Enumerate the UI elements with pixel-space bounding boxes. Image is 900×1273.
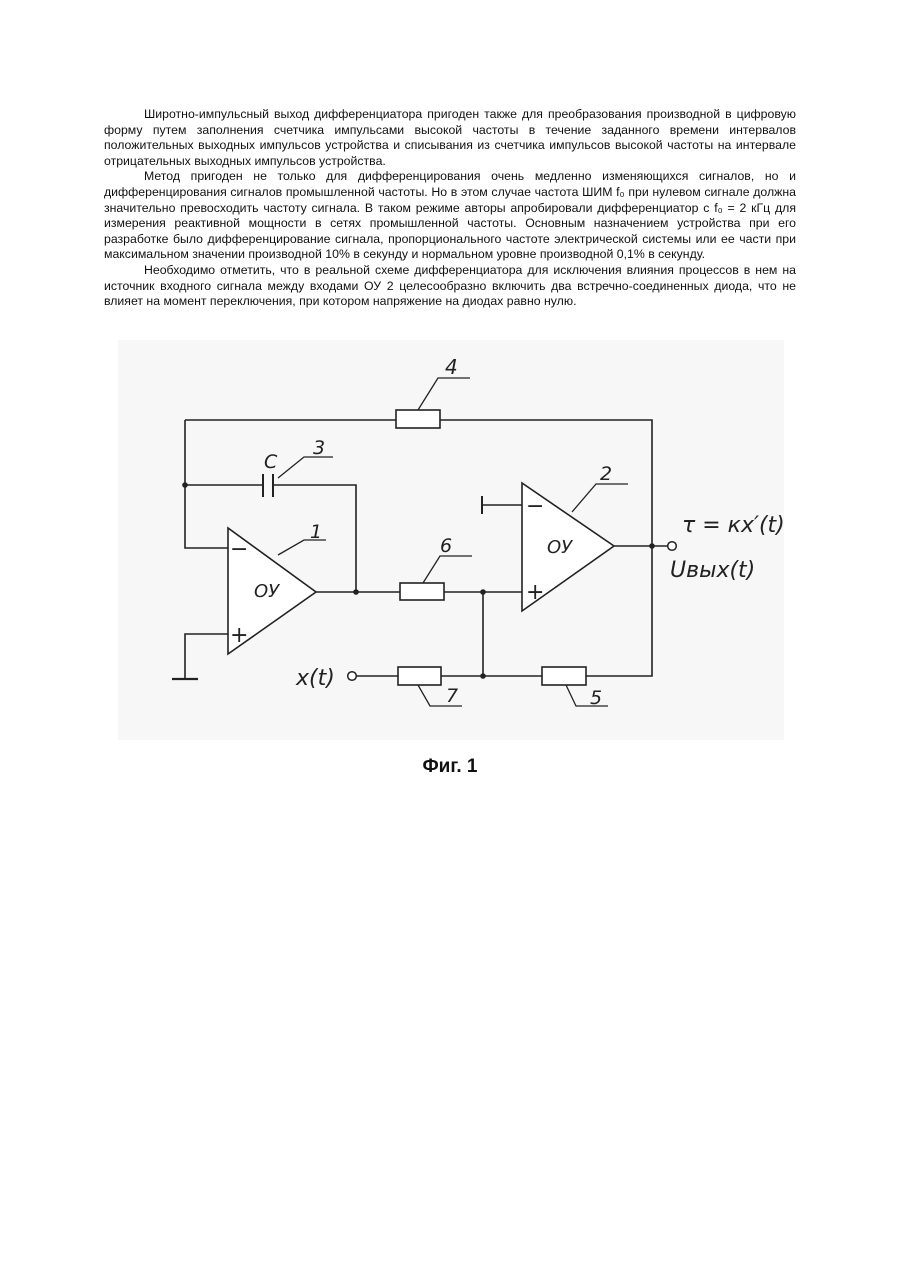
- figure-caption: Фиг. 1: [0, 756, 900, 778]
- label-input: x(t): [295, 666, 335, 691]
- label-oa1-plus: +: [230, 623, 248, 648]
- paragraph-1: Широтно-импульсный выход дифференциатора…: [104, 107, 796, 169]
- label-oa2-minus: −: [526, 494, 544, 519]
- label-oa2: ОУ: [547, 537, 573, 558]
- resistor-6: [400, 583, 444, 600]
- resistor-7: [398, 667, 441, 685]
- label-oa2-plus: +: [526, 580, 544, 605]
- label-r4: 4: [445, 355, 458, 379]
- input-terminal: [348, 672, 357, 681]
- circuit-figure: 4 C 3 1 ОУ 2 ОУ 6 7 5 − + − + x(t) τ = к…: [110, 338, 800, 748]
- label-oa1: ОУ: [254, 581, 280, 602]
- paragraph-3: Необходимо отметить, что в реальной схем…: [104, 263, 796, 310]
- label-oa1-number: 1: [310, 521, 322, 543]
- label-oa1-minus: −: [230, 537, 248, 562]
- paragraph-2: Метод пригоден не только для дифференцир…: [104, 169, 796, 263]
- resistor-5: [542, 667, 586, 685]
- label-r5: 5: [590, 687, 602, 709]
- label-r6: 6: [440, 535, 452, 557]
- label-c3: 3: [313, 437, 325, 459]
- label-c: C: [264, 451, 278, 473]
- circuit-diagram: 4 C 3 1 ОУ 2 ОУ 6 7 5 − + − + x(t) τ = к…: [110, 338, 800, 748]
- label-r7: 7: [446, 685, 458, 707]
- resistor-4: [396, 410, 440, 428]
- body-text: Широтно-импульсный выход дифференциатора…: [104, 107, 796, 310]
- label-output-tau: τ = кx′(t): [682, 513, 785, 538]
- label-oa2-number: 2: [600, 463, 612, 485]
- label-output-u: Uвых(t): [670, 558, 755, 583]
- output-terminal: [668, 542, 677, 551]
